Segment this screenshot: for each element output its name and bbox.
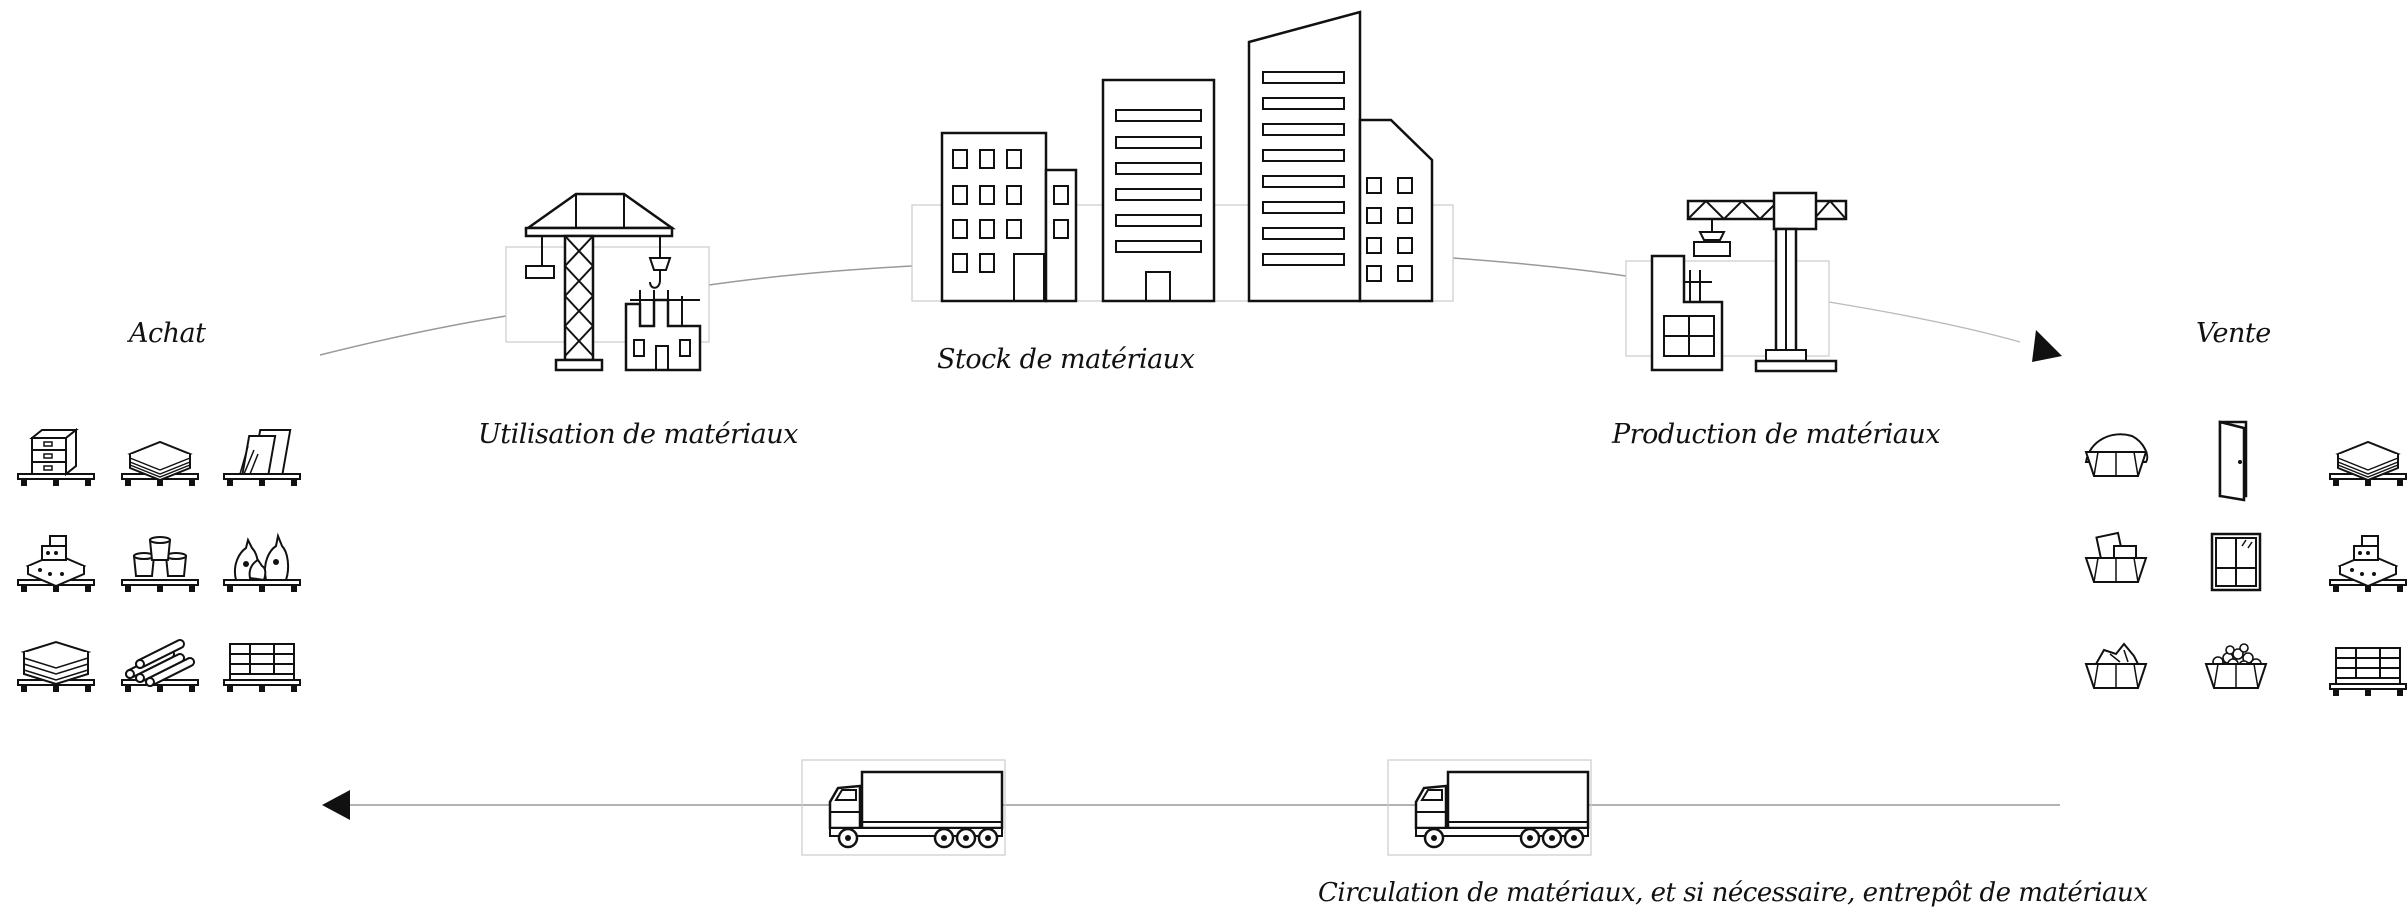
construction-crane-icon xyxy=(505,192,710,372)
material-pallet-icon xyxy=(224,644,300,692)
material-pallet-icon xyxy=(122,442,198,486)
material-pallet-icon xyxy=(122,537,198,592)
circulation-label: Circulation de matériaux, et si nécessai… xyxy=(1318,878,2148,908)
material-pallet-icon xyxy=(2330,648,2406,696)
material-pallet-icon xyxy=(18,430,94,486)
vente-label: Vente xyxy=(2196,318,2271,349)
arc-stock-to-production xyxy=(1452,257,1627,277)
material-pallet-icon xyxy=(18,642,94,692)
material-pallet-icon xyxy=(224,430,300,486)
material-pallet-icon xyxy=(2330,442,2406,486)
truck-icon xyxy=(1387,759,1592,856)
gravel-skip-icon xyxy=(2205,643,2267,689)
arrowhead-to-achat xyxy=(322,790,350,820)
material-pallet-icon xyxy=(122,644,198,692)
material-pallet-icon xyxy=(224,536,300,592)
debris-skip-icon xyxy=(2085,642,2147,689)
arrowhead-to-vente xyxy=(2032,330,2062,362)
stock-label: Stock de matériaux xyxy=(937,344,1195,375)
achat-materials-grid xyxy=(18,430,300,692)
arc-achat-to-utilisation xyxy=(319,315,507,356)
production-label: Production de matériaux xyxy=(1612,419,1940,450)
rubble-skip-icon xyxy=(2085,531,2147,583)
city-buildings-icon xyxy=(911,10,1454,303)
window-icon xyxy=(2210,532,2262,592)
factory-crane-icon xyxy=(1625,191,1848,373)
truck-icon xyxy=(801,759,1006,856)
vente-materials-grid xyxy=(2084,420,2406,696)
arc-utilisation-to-stock xyxy=(708,265,913,286)
material-pallet-icon xyxy=(18,536,94,592)
sand-heap-icon xyxy=(2084,433,2149,477)
material-pallet-icon xyxy=(2330,536,2406,592)
utilisation-label: Utilisation de matériaux xyxy=(478,419,798,450)
door-icon xyxy=(2218,420,2248,502)
arc-production-to-vente xyxy=(1828,301,2021,343)
achat-label: Achat xyxy=(129,318,206,349)
